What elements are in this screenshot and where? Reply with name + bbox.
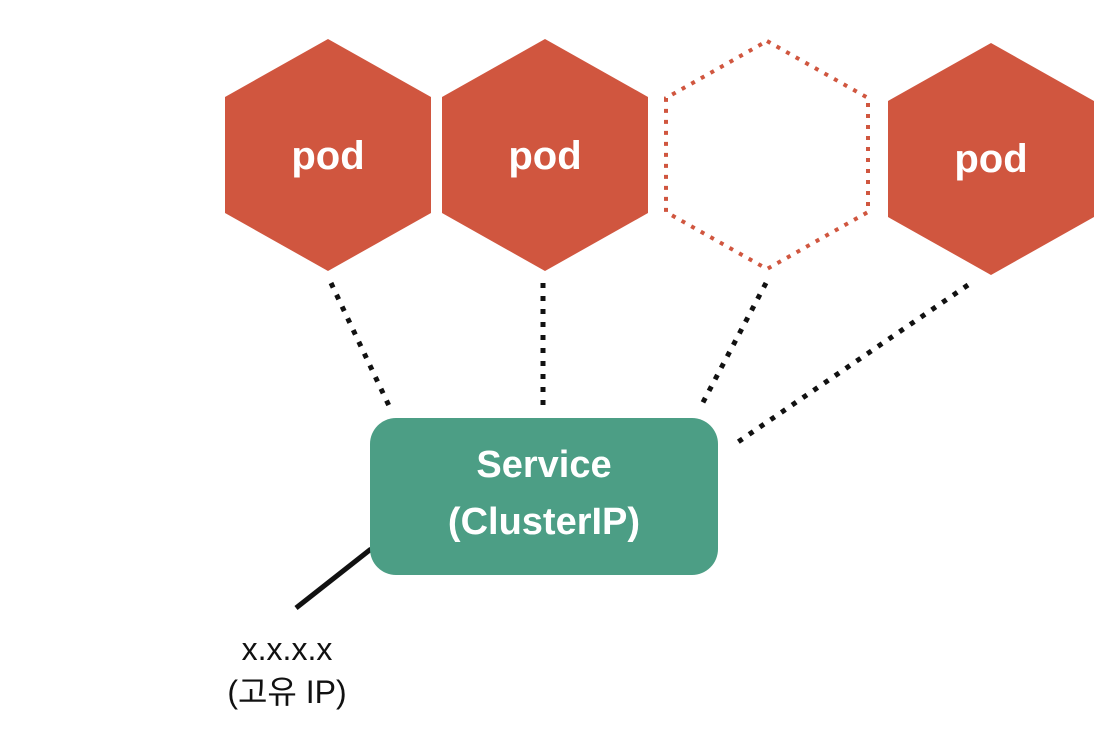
pod-hexagon-1-label: pod [291,134,364,178]
ip-address-text: x.x.x.x [242,631,333,667]
ip-caption-text: (고유 IP) [227,674,346,710]
connector-pod3-service [697,281,769,410]
connector-service-ip [294,547,373,610]
pod-hexagon-4: pod [888,43,1094,275]
connector-pod4-service [733,282,970,447]
service-box: Service (ClusterIP) [370,418,718,575]
pod-hexagon-2-shape [442,39,648,271]
pod-hexagon-4-shape [888,43,1094,275]
pod-hexagon-2: pod [442,39,648,271]
pod-hexagon-1: pod [225,39,431,271]
ip-annotation: x.x.x.x (고유 IP) [227,631,346,710]
pod-hexagon-4-label: pod [954,137,1027,181]
service-box-title: Service [476,444,611,486]
pod-hexagon-3-dotted-outline [664,38,870,272]
service-box-shape [370,418,718,575]
connector-pod1-service [328,281,394,412]
service-box-subtitle: (ClusterIP) [448,501,640,543]
pod-hexagon-2-label: pod [508,134,581,178]
pod-hexagon-1-shape [225,39,431,271]
pod-hexagon-3-placeholder [664,38,870,272]
